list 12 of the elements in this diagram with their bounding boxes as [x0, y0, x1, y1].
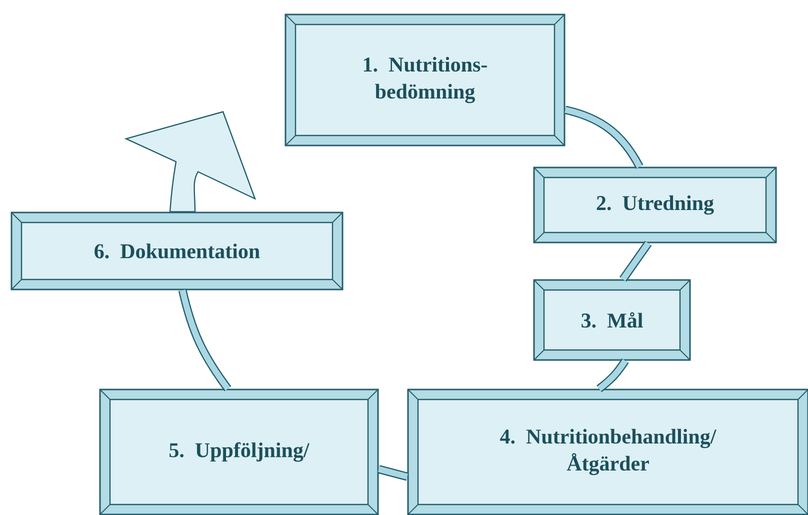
process-box: 4. Nutritionbehandling/ Åtgärder	[407, 388, 808, 515]
process-box: 2. Utredning	[533, 166, 777, 244]
arrow	[125, 111, 256, 212]
band-connector	[564, 106, 644, 169]
band-connector	[378, 465, 408, 481]
band-connector	[596, 358, 629, 392]
process-box: 1. Nutritions- bedömning	[284, 14, 566, 146]
process-box: 3. Mål	[533, 279, 691, 361]
band-connector	[619, 240, 652, 282]
process-box: 5. Uppföljning/	[99, 388, 379, 515]
process-box: 6. Dokumentation	[10, 212, 344, 290]
band-connector	[178, 289, 232, 392]
